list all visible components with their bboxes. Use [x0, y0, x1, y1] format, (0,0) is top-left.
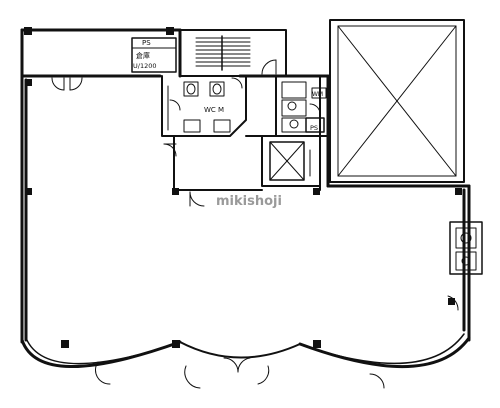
- doors: [51, 77, 459, 389]
- outer-walls: [20, 28, 471, 368]
- ps-right-label: PS: [310, 124, 318, 132]
- columns: [24, 27, 462, 348]
- elevator: [261, 135, 321, 187]
- stairs: [195, 35, 251, 71]
- storage-label: 倉庫: [136, 51, 150, 60]
- wc-label: WC M: [204, 106, 224, 114]
- wc-area: [161, 75, 247, 137]
- void-box: [326, 19, 471, 188]
- capacity-label: U/1200: [133, 62, 157, 70]
- core-walls: [173, 75, 321, 191]
- upper-core: [131, 29, 287, 77]
- wm-label: WM: [312, 91, 323, 98]
- ps-top-label: PS: [142, 39, 151, 47]
- washing-machine-unit: [449, 221, 483, 275]
- watermark: mikishoji: [216, 194, 282, 209]
